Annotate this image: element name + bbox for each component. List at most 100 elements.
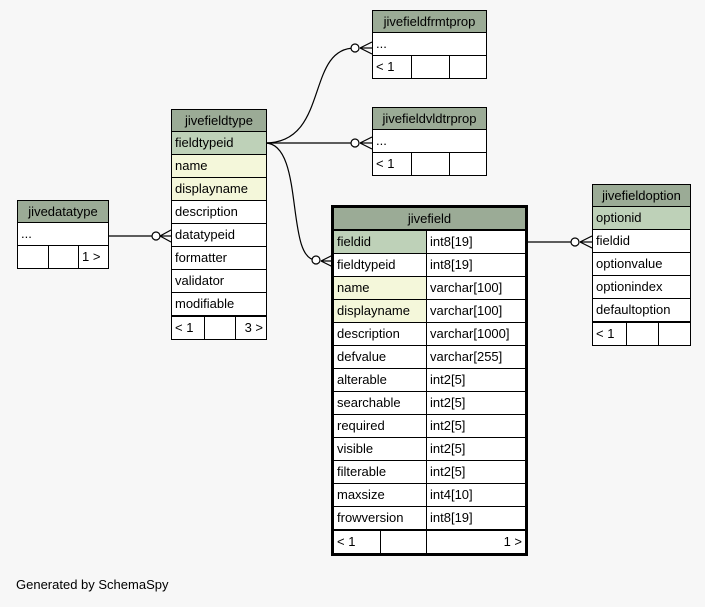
footer-parents-count[interactable]: < 1 [376,156,395,171]
footer-cell [449,56,486,78]
column-row-validator: validator [172,270,266,293]
table-footer: < 1 1 > [334,530,525,553]
column-name: fieldtypeid [337,257,396,272]
table-title[interactable]: jivefieldtype [172,110,266,132]
table-row: ... [373,130,486,153]
optional-marker [151,231,161,241]
column-type: int2[5] [426,438,525,460]
column-row-maxsize: maxsize int4[10] [334,484,525,507]
column-row-description: description varchar[1000] [334,323,525,346]
column-cell: ... [376,133,387,148]
column-name: filterable [337,464,387,479]
column-name: validator [175,273,225,288]
column-row-fieldid: fieldid [593,230,690,253]
footer-cell [204,317,235,339]
column-name: optionid [596,210,642,225]
column-name: maxsize [337,487,385,502]
column-name: name [175,158,208,173]
table-jivefieldoption[interactable]: jivefieldoption optionid fieldid optionv… [592,184,691,346]
column-row-optionid: optionid [593,207,690,230]
column-name: optionvalue [596,256,663,271]
footer-cell [48,246,78,268]
footer-cell [449,153,486,175]
footer-children-count[interactable]: 1 > [426,531,525,553]
edge-fieldtype-field [264,142,317,261]
column-row-name: name [172,155,266,178]
column-type: varchar[100] [426,277,525,299]
column-row-searchable: searchable int2[5] [334,392,525,415]
column-name: description [175,204,238,219]
column-name: fieldid [596,233,630,248]
column-row-defaultoption: defaultoption [593,299,690,322]
footer-cell [380,531,426,553]
footer-children-count[interactable]: 1 > [78,246,108,268]
column-row-alterable: alterable int2[5] [334,369,525,392]
footer-parents-count[interactable]: < 1 [337,534,356,549]
column-row-fieldtypeid: fieldtypeid [172,132,266,155]
column-type: int2[5] [426,369,525,391]
column-type: int8[19] [426,231,525,253]
column-type: int2[5] [426,392,525,414]
column-name: visible [337,441,374,456]
table-title[interactable]: jivefieldvldtrprop [373,108,486,130]
generated-by-credit: Generated by SchemaSpy [16,577,169,592]
column-type: varchar[1000] [426,323,525,345]
column-row-filterable: filterable int2[5] [334,461,525,484]
column-row-optionindex: optionindex [593,276,690,299]
table-jivedatatype[interactable]: jivedatatype ... 1 > [17,200,109,269]
table-row: ... [18,223,108,246]
footer-parents-count[interactable]: < 1 [175,320,194,335]
column-row-modifiable: modifiable [172,293,266,316]
column-name: defvalue [337,349,387,364]
table-jivefieldfrmtprop[interactable]: jivefieldfrmtprop ... < 1 [372,10,487,79]
table-footer: < 1 [373,56,486,78]
footer-cell [658,323,690,345]
column-name: required [337,418,385,433]
column-name: modifiable [175,296,235,311]
column-name: name [334,277,426,299]
table-title[interactable]: jivefieldfrmtprop [373,11,486,33]
column-name: description [337,326,400,341]
footer-cell [411,56,449,78]
footer-parents-count[interactable]: < 1 [376,59,395,74]
column-row-datatypeid: datatypeid [172,224,266,247]
column-cell: ... [21,226,32,241]
column-row-fieldtypeid: fieldtypeid int8[19] [334,254,525,277]
column-type: varchar[255] [426,346,525,368]
column-type: int8[19] [426,254,525,276]
table-title[interactable]: jivedatatype [18,201,108,223]
footer-children-count[interactable]: 3 > [235,317,266,339]
column-type: int2[5] [426,461,525,483]
table-jivefieldvldtrprop[interactable]: jivefieldvldtrprop ... < 1 [372,107,487,176]
column-type: int4[10] [426,484,525,506]
footer-cell [411,153,449,175]
column-row-optionvalue: optionvalue [593,253,690,276]
column-name: searchable [337,395,401,410]
column-name: optionindex [596,279,663,294]
table-footer: < 1 [373,153,486,175]
column-name: displayname [334,300,426,322]
column-name: alterable [337,372,387,387]
table-title[interactable]: jivefield [334,208,525,231]
footer-parents-count[interactable]: < 1 [596,326,615,341]
column-row-description: description [172,201,266,224]
column-name: fieldid [334,231,426,253]
table-row: ... [373,33,486,56]
column-row-formatter: formatter [172,247,266,270]
column-name: defaultoption [596,302,671,317]
edge-fieldtype-frmtprop [264,47,356,144]
table-title[interactable]: jivefieldoption [593,185,690,207]
column-cell: ... [376,36,387,51]
column-name: fieldtypeid [175,135,234,150]
column-row-defvalue: defvalue varchar[255] [334,346,525,369]
table-footer: < 1 3 > [172,316,266,339]
column-row-visible: visible int2[5] [334,438,525,461]
table-jivefieldtype[interactable]: jivefieldtype fieldtypeid name displayna… [171,109,267,340]
column-name: frowversion [337,510,404,525]
table-footer: < 1 [593,322,690,345]
